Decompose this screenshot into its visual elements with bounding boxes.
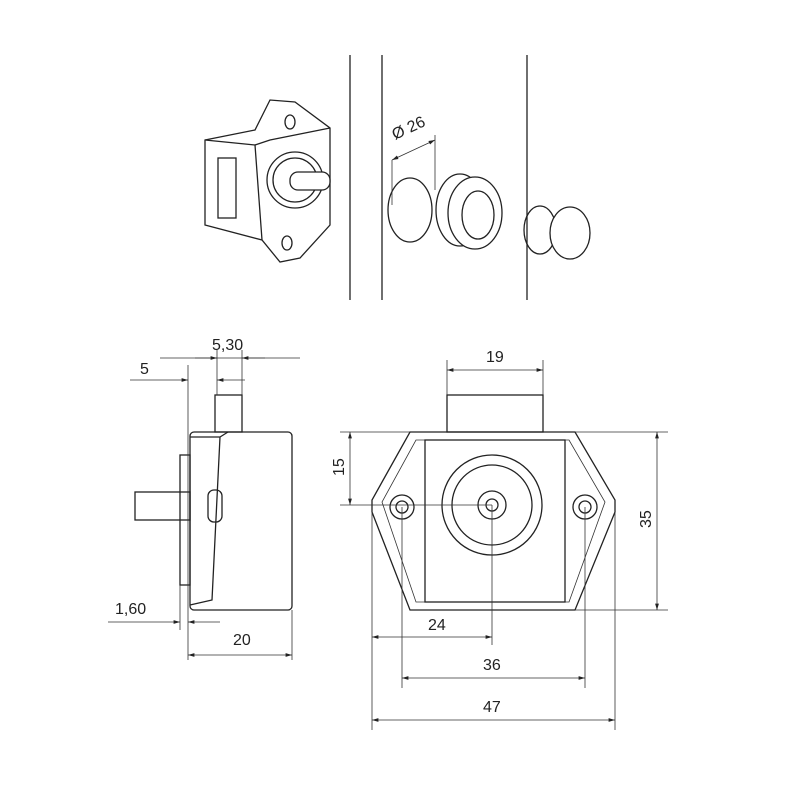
isometric-latch-view: Ø 26: [204, 55, 591, 300]
dim-total-width: 47: [483, 699, 501, 716]
dim-pin-offset: 5,30: [212, 337, 243, 354]
dim-hole-diameter: Ø 26: [390, 114, 429, 144]
dim-body-depth: 20: [233, 632, 251, 649]
side-view: 5,30 5 1,60 20: [108, 337, 300, 660]
dim-center-to-edge: 24: [428, 617, 446, 634]
dim-center-height: 15: [331, 458, 348, 476]
dim-total-height: 35: [638, 510, 655, 528]
front-view: 19 15 35 24 36 47: [331, 349, 668, 730]
dim-hole-spacing: 36: [483, 657, 501, 674]
dim-plate-thickness: 1,60: [115, 601, 146, 618]
dim-tab-width: 19: [486, 349, 504, 366]
dim-plate-offset: 5: [140, 361, 149, 378]
